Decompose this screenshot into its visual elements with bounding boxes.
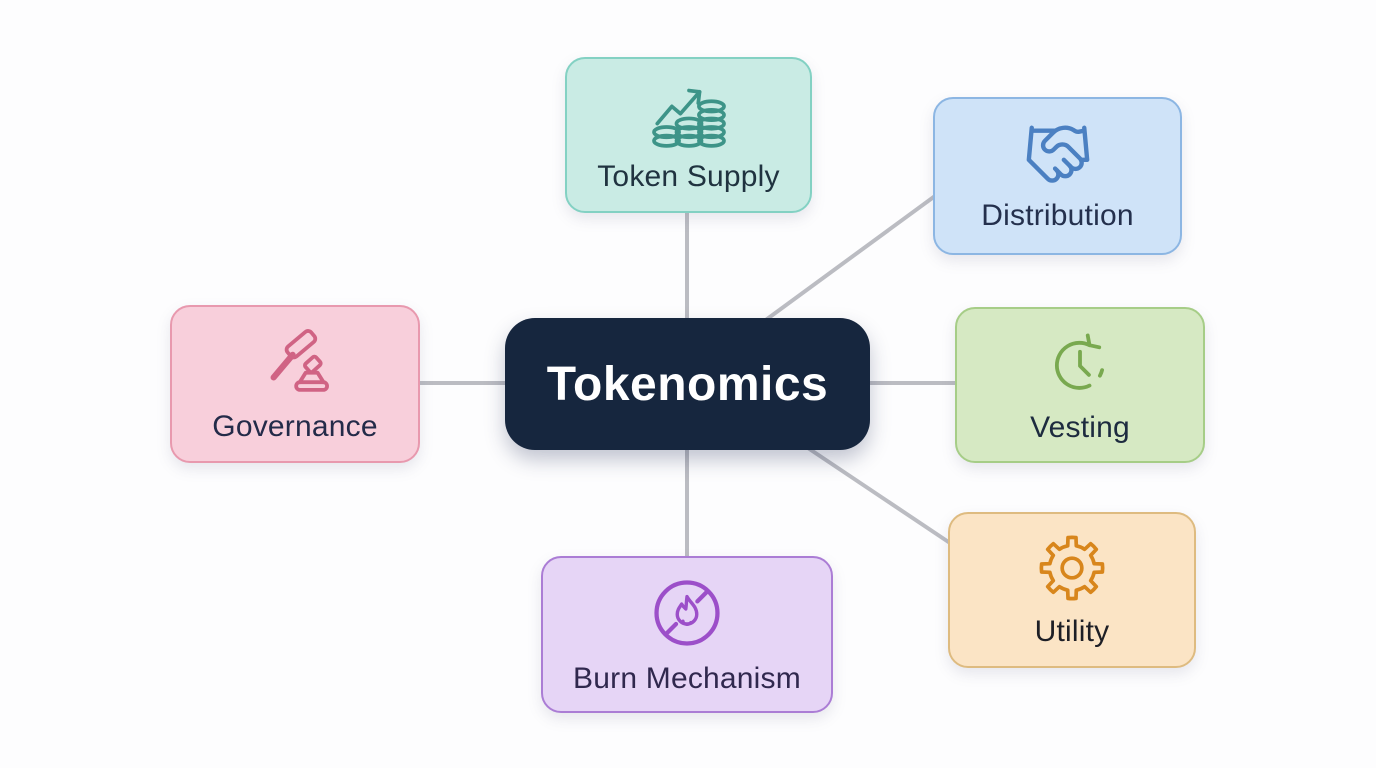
gavel-icon [257, 324, 333, 400]
node-label: Utility [1034, 615, 1110, 648]
node-vesting[interactable]: Vesting [955, 307, 1205, 463]
coins-trend-icon [641, 76, 737, 150]
node-token-supply[interactable]: Token Supply [565, 57, 812, 213]
gear-icon [1035, 531, 1109, 605]
handshake-icon [1015, 119, 1101, 189]
node-utility[interactable]: Utility [948, 512, 1196, 668]
node-label: Vesting [1030, 411, 1130, 444]
no-fire-icon [648, 574, 726, 652]
connector-center-distribution [761, 194, 937, 324]
node-label: Distribution [981, 199, 1134, 232]
center-label: Tokenomics [546, 357, 829, 411]
node-governance[interactable]: Governance [170, 305, 420, 463]
clock-refresh-icon [1042, 325, 1118, 401]
node-burn-mechanism[interactable]: Burn Mechanism [541, 556, 833, 713]
node-tokenomics-center[interactable]: Tokenomics [505, 318, 870, 450]
node-label: Governance [212, 410, 378, 443]
node-label: Token Supply [597, 160, 780, 193]
node-distribution[interactable]: Distribution [933, 97, 1182, 255]
node-label: Burn Mechanism [573, 661, 801, 695]
connector-center-utility [806, 446, 952, 545]
